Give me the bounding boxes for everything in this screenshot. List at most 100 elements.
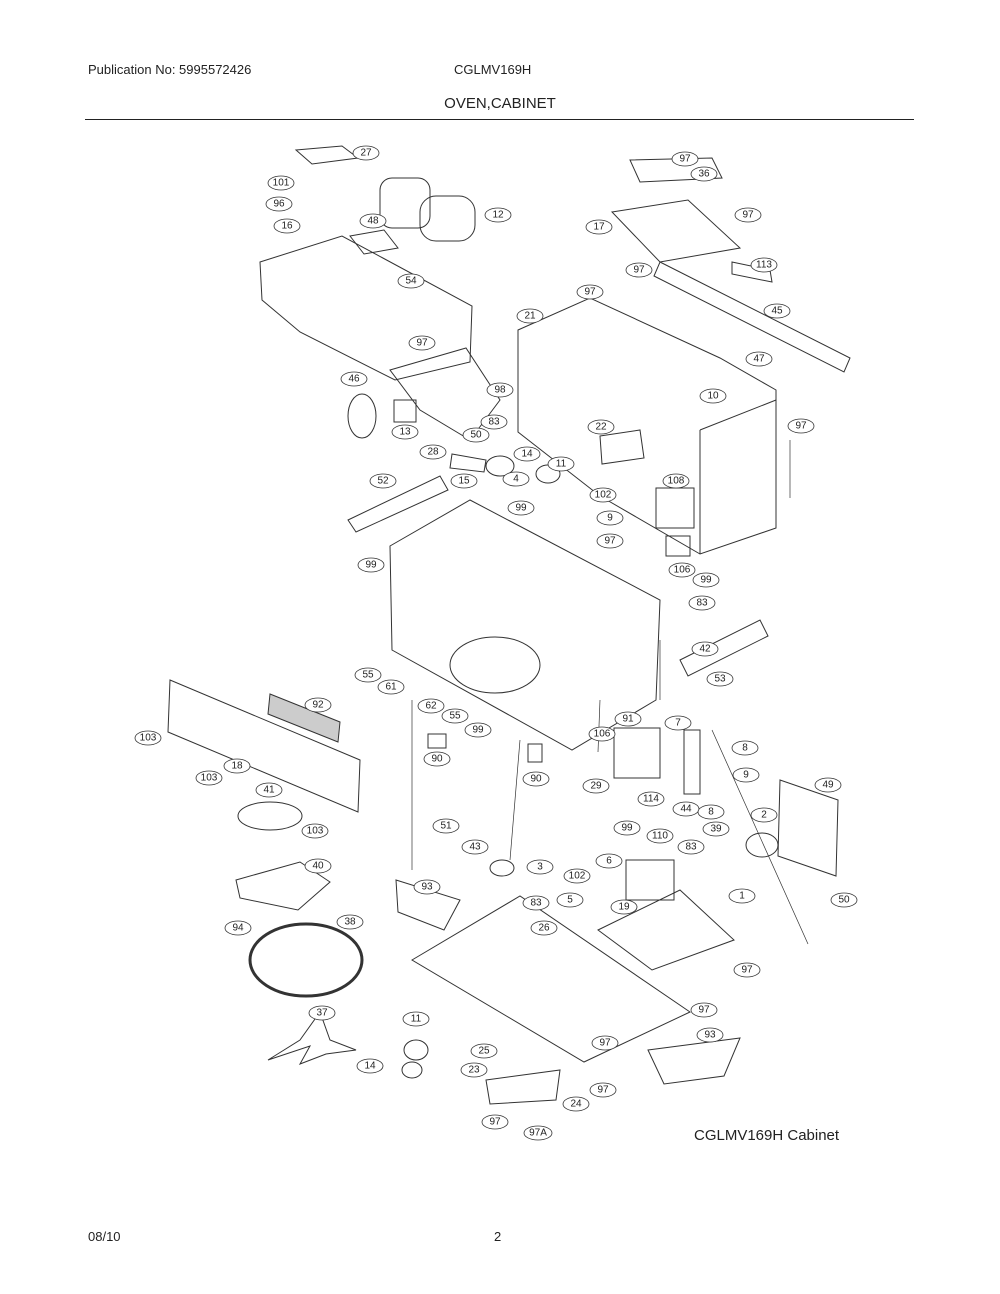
callout: 22: [587, 419, 615, 435]
callout: 21: [516, 308, 544, 324]
svg-text:110: 110: [652, 831, 668, 842]
callout: 12: [484, 207, 512, 223]
svg-text:106: 106: [594, 729, 611, 740]
callout: 97: [408, 335, 436, 351]
callout: 10: [699, 388, 727, 404]
callout: 4: [502, 471, 530, 487]
callout: 55: [441, 708, 469, 724]
callout: 61: [377, 679, 405, 695]
callout: 8: [731, 740, 759, 756]
svg-text:5: 5: [567, 895, 573, 906]
svg-text:97A: 97A: [529, 1128, 547, 1139]
callout: 97: [690, 1002, 718, 1018]
svg-text:36: 36: [698, 169, 710, 180]
publication-number: Publication No: 5995572426: [88, 62, 252, 77]
callout: 27: [352, 145, 380, 161]
callout: 40: [304, 858, 332, 874]
callout: 97: [787, 418, 815, 434]
callout: 38: [336, 914, 364, 930]
callout: 51: [432, 818, 460, 834]
callout: 55: [354, 667, 382, 683]
svg-text:53: 53: [714, 674, 726, 685]
svg-text:50: 50: [470, 430, 482, 441]
svg-text:11: 11: [556, 459, 567, 470]
callout: 99: [357, 557, 385, 573]
svg-text:97: 97: [599, 1038, 611, 1049]
svg-text:14: 14: [364, 1061, 376, 1072]
svg-text:103: 103: [201, 773, 218, 784]
svg-text:94: 94: [232, 923, 244, 934]
svg-text:22: 22: [595, 422, 607, 433]
callout: 46: [340, 371, 368, 387]
callout: 15: [450, 473, 478, 489]
svg-text:92: 92: [312, 700, 324, 711]
callout: 50: [462, 427, 490, 443]
svg-text:83: 83: [530, 898, 542, 909]
callout: 2: [750, 807, 778, 823]
callout: 99: [613, 820, 641, 836]
callout: 44: [672, 801, 700, 817]
svg-text:42: 42: [699, 644, 711, 655]
svg-text:103: 103: [307, 826, 324, 837]
callout: 97: [671, 151, 699, 167]
callout: 97: [734, 207, 762, 223]
page-title: OVEN,CABINET: [444, 95, 556, 112]
callout: 50: [830, 892, 858, 908]
svg-text:102: 102: [595, 490, 612, 501]
svg-text:96: 96: [273, 199, 285, 210]
page-number: 2: [494, 1229, 502, 1244]
callout: 9: [596, 510, 624, 526]
callout: 94: [224, 920, 252, 936]
callout: 102: [563, 868, 591, 884]
svg-text:49: 49: [822, 780, 834, 791]
callout: 43: [461, 839, 489, 855]
svg-text:8: 8: [708, 807, 714, 818]
svg-text:61: 61: [385, 682, 397, 693]
svg-text:38: 38: [344, 917, 356, 928]
part-drawing-cabinet: [517, 157, 851, 557]
svg-text:18: 18: [231, 761, 243, 772]
svg-text:99: 99: [700, 575, 712, 586]
svg-text:17: 17: [593, 222, 605, 233]
callout: 6: [595, 853, 623, 869]
svg-text:46: 46: [348, 374, 360, 385]
svg-text:12: 12: [492, 210, 504, 221]
callout: 83: [677, 839, 705, 855]
svg-text:97: 97: [489, 1117, 501, 1128]
svg-text:106: 106: [674, 565, 691, 576]
svg-text:50: 50: [838, 895, 850, 906]
svg-text:54: 54: [405, 276, 417, 287]
svg-text:83: 83: [685, 842, 697, 853]
callout: 25: [470, 1043, 498, 1059]
svg-text:97: 97: [633, 265, 645, 276]
callout: 49: [814, 777, 842, 793]
callout: 97: [481, 1114, 509, 1130]
svg-text:99: 99: [365, 560, 377, 571]
callout: 62: [417, 698, 445, 714]
callout: 108: [662, 473, 690, 489]
svg-text:9: 9: [743, 770, 749, 781]
svg-text:55: 55: [449, 711, 461, 722]
callout: 97: [625, 262, 653, 278]
callout: 5: [556, 892, 584, 908]
svg-text:29: 29: [590, 781, 602, 792]
svg-text:11: 11: [411, 1014, 422, 1025]
callout: 103: [301, 823, 329, 839]
header-rule: [85, 119, 914, 120]
callout: 28: [419, 444, 447, 460]
svg-text:1: 1: [739, 891, 745, 902]
callout: 97: [596, 533, 624, 549]
callout: 23: [460, 1062, 488, 1078]
callout: 54: [397, 273, 425, 289]
callout: 114: [637, 791, 665, 807]
svg-text:40: 40: [312, 861, 324, 872]
callout: 97: [589, 1082, 617, 1098]
callout: 48: [359, 213, 387, 229]
callout: 18: [223, 758, 251, 774]
svg-text:97: 97: [679, 154, 691, 165]
svg-text:25: 25: [478, 1046, 490, 1057]
part-drawing-top-left: [259, 145, 501, 441]
callout: 91: [614, 711, 642, 727]
model-number: CGLMV169H: [454, 62, 532, 77]
